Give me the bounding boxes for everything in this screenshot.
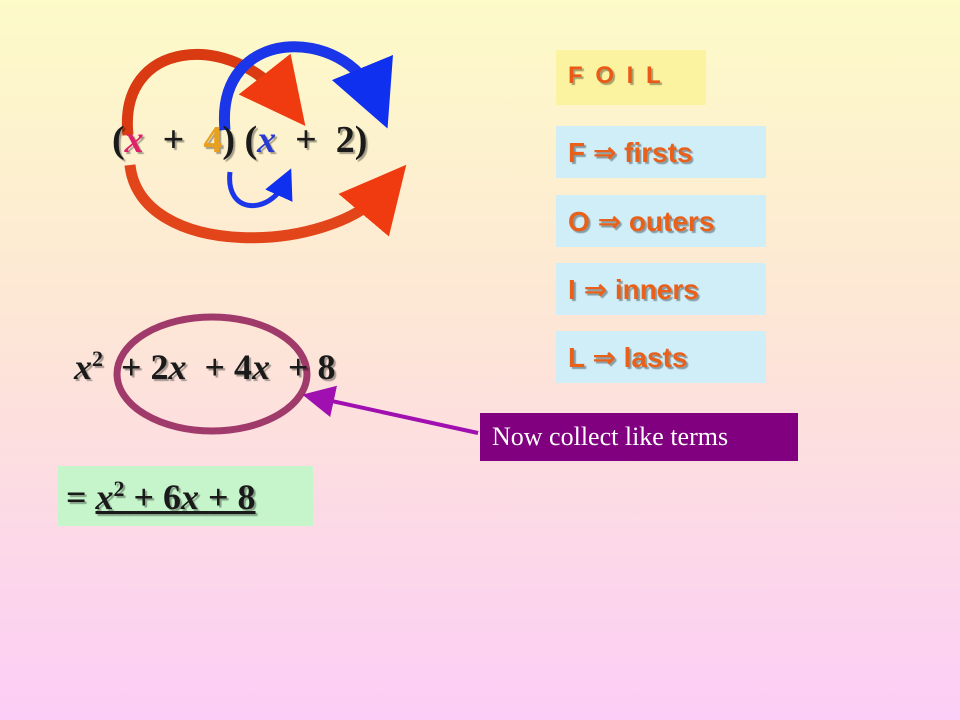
collect-like-terms-callout: Now collect like terms (480, 413, 798, 461)
term-two: 2) (335, 119, 368, 161)
simplified-result: = x2 + 6x + 8 (58, 466, 313, 526)
binomial-expression: (x + 4) (x + 2) (112, 118, 367, 162)
foil-letter: F (568, 137, 586, 168)
term-x-first: x (124, 119, 144, 161)
exponent: 2 (113, 476, 125, 501)
foil-item-inners: I ⇒ inners (556, 263, 766, 315)
implies-icon: ⇒ (592, 137, 617, 168)
foil-word: lasts (623, 342, 688, 373)
term-four: 4 (203, 119, 223, 161)
foil-word: outers (628, 206, 715, 237)
foil-letter: L (568, 342, 585, 373)
foil-item-outers: O ⇒ outers (556, 195, 766, 247)
equals-sign: = (66, 477, 87, 517)
result-var: x (181, 477, 200, 517)
result-coef: + 6 (133, 477, 182, 517)
term-4x-coef: + 4 (204, 347, 253, 387)
outers-arrow (124, 164, 407, 244)
inners-arrow (227, 168, 293, 208)
implies-icon: ⇒ (592, 342, 616, 373)
term-x-squared: x (74, 347, 92, 387)
foil-item-lasts: L ⇒ lasts (556, 331, 766, 383)
like-terms-oval (113, 313, 311, 435)
result-expression: x2 + 6x + 8 (95, 476, 256, 517)
open-paren: ( (112, 119, 125, 161)
lasts-arrow (219, 41, 393, 131)
implies-icon: ⇒ (597, 206, 622, 237)
expanded-expression: x2 + 2x + 4x + 8 (74, 346, 336, 388)
term-2x-coef: + 2 (121, 347, 169, 387)
foil-item-firsts: F ⇒ firsts (556, 126, 766, 178)
foil-word: firsts (624, 137, 693, 168)
plus-sign: + (295, 119, 317, 161)
foil-word: inners (614, 274, 699, 305)
plus-sign: + (162, 119, 185, 161)
term-x-second: x (257, 119, 277, 161)
exponent: 2 (92, 346, 103, 371)
result-const: + 8 (208, 477, 256, 517)
term-2x-var: x (168, 347, 187, 387)
implies-icon: ⇒ (583, 274, 608, 305)
callout-pointer (302, 385, 479, 435)
paren-join: ) ( (222, 119, 258, 161)
firsts-arrow (121, 49, 306, 136)
foil-title: F O I L (556, 50, 706, 105)
foil-letter: O (568, 206, 590, 237)
term-eight: + 8 (288, 347, 336, 387)
foil-letter: I (568, 274, 576, 305)
term-4x-var: x (252, 347, 271, 387)
result-x: x (95, 477, 114, 517)
